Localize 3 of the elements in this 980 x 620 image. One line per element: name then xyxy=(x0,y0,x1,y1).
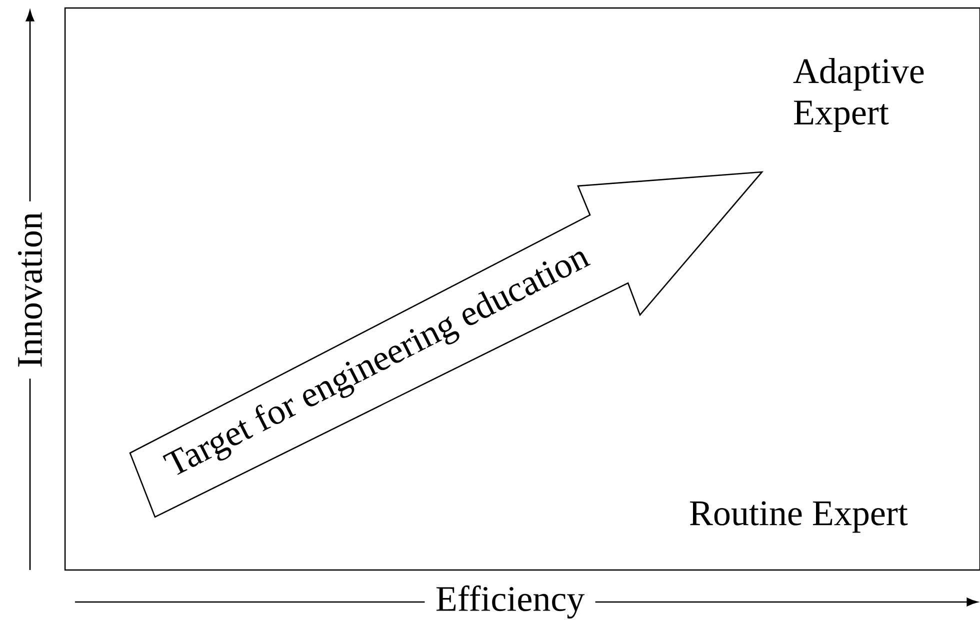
axis-label: Efficiency xyxy=(424,582,596,620)
text-label: Adaptive Expert xyxy=(793,58,924,132)
axis-label: Innovation xyxy=(15,201,45,379)
